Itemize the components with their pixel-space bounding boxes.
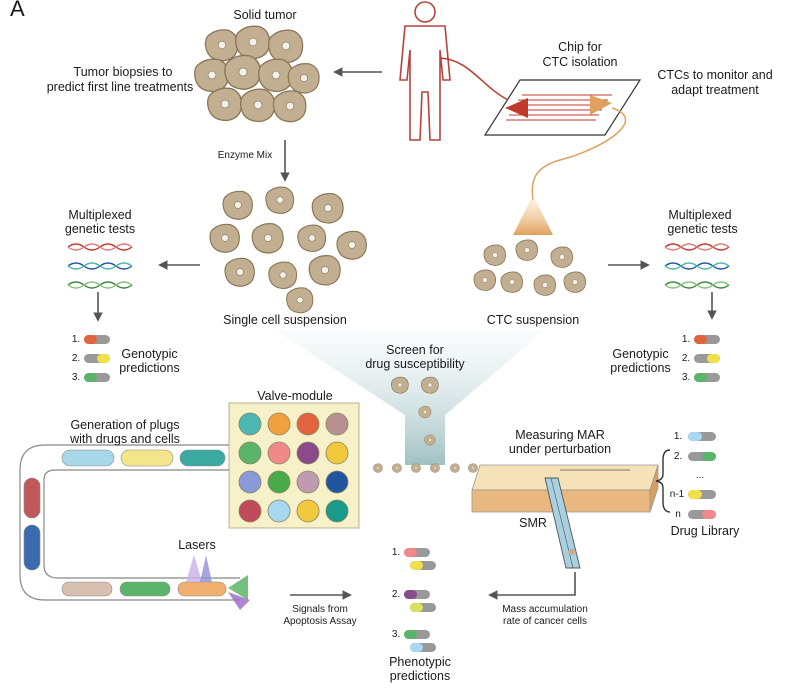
multiplexed-left-1: Multiplexed [68,208,132,222]
genotypic-right-2: predictions [610,361,671,375]
arrow-mass-to-pheno [488,572,576,600]
patient-figure [399,1,451,141]
valve-chamber [238,470,262,494]
ctc-suspension-label: CTC suspension [486,313,580,327]
valve-chamber [238,412,262,436]
biopsies-label-1: Tumor biopsies to [73,65,173,79]
laser-beams [186,555,250,610]
screen-label-2: drug susceptibility [365,357,465,371]
multiplexed-left-2: genetic tests [64,222,136,236]
blood-line-orange [531,107,627,201]
ctc-monitor-label-2: adapt treatment [671,83,759,97]
geno-right-num-1: 1. [681,334,691,345]
panel-letter: A [10,0,25,21]
drug-plugs [23,449,227,597]
genotypic-left-1: Genotypic [121,347,178,361]
multiplexed-right-2: genetic tests [667,222,738,236]
lasers-label: Lasers [178,538,216,552]
smr-device [471,464,659,569]
geno-left-num-1: 1. [71,334,81,345]
geno-right-num-2: 2. [681,353,691,364]
dna-strands-left [67,243,133,289]
solid-tumor-cells [193,25,320,123]
plugs-label-2: with drugs and cells [70,432,180,446]
ctc-chip [483,79,642,136]
blood-line-red [439,57,509,101]
chip-label-2: CTC isolation [542,55,618,69]
drug-library-pills [688,432,716,519]
drug-library-label: Drug Library [670,524,740,538]
phenotypic-pills [404,548,436,652]
mar-label-2: under perturbation [508,442,612,456]
valve-chamber [267,412,291,436]
signals-label-1: Signals from [292,604,348,615]
valve-chamber [296,470,320,494]
druglib-num-1: 1. [673,431,683,442]
pheno-num-2: 2. [391,589,401,600]
enzyme-mix-label: Enzyme Mix [217,150,273,161]
ctc-spotlight [513,195,553,235]
druglib-num-n: n [675,509,681,520]
genotype-pills-left [84,335,110,382]
drug-library-brace [655,449,671,513]
pheno-num-1: 1. [391,547,401,558]
ctc-suspension-cells [473,239,586,296]
valve-chamber [296,412,320,436]
valve-grid [238,412,349,523]
biopsies-label-2: predict first line treatments [46,80,194,94]
druglib-ellipsis: ... [695,470,705,481]
plug-tubing-inner [43,469,240,579]
plugs-label-1: Generation of plugs [70,418,180,432]
valve-chamber [325,470,349,494]
druglib-num-2: 2. [673,451,683,462]
pheno-num-3: 3. [391,629,401,640]
plug-tubing [19,444,240,601]
multiplexed-right-1: Multiplexed [668,208,732,222]
solid-tumor-label: Solid tumor [233,8,297,22]
mass-label-2: rate of cancer cells [503,616,587,627]
single-cell-label: Single cell suspension [223,313,347,327]
valve-chamber [267,441,291,465]
mar-label-1: Measuring MAR [515,428,605,442]
genotypic-right-1: Genotypic [612,347,669,361]
signals-label-2: Apoptosis Assay [283,616,357,627]
ctc-monitor-label-1: CTCs to monitor and [657,68,773,82]
geno-left-num-2: 2. [71,353,81,364]
valve-chamber [325,412,349,436]
genotype-pills-right [694,335,720,382]
valve-chamber [267,470,291,494]
screening-funnel [275,330,545,465]
valve-chamber [325,441,349,465]
valve-chamber [296,441,320,465]
single-cell-suspension-cells [209,186,367,314]
valve-chamber [296,499,320,523]
screen-label-1: Screen for [386,343,444,357]
valve-chamber [238,441,262,465]
valve-chamber [267,499,291,523]
valve-chamber [325,499,349,523]
chip-label-1: Chip for [558,40,602,54]
smr-label: SMR [519,516,547,530]
valve-module-label: Valve-module [257,389,333,403]
dna-strands-right [664,243,730,289]
phenotypic-label-2: predictions [389,669,451,683]
mass-label-1: Mass accumulation [502,604,588,615]
geno-left-num-3: 3. [71,372,81,383]
valve-chamber [238,499,262,523]
genotypic-left-2: predictions [119,361,180,375]
druglib-num-n-1: n-1 [669,489,685,500]
geno-right-num-3: 3. [681,372,691,383]
phenotypic-label-1: Phenotypic [389,655,451,669]
